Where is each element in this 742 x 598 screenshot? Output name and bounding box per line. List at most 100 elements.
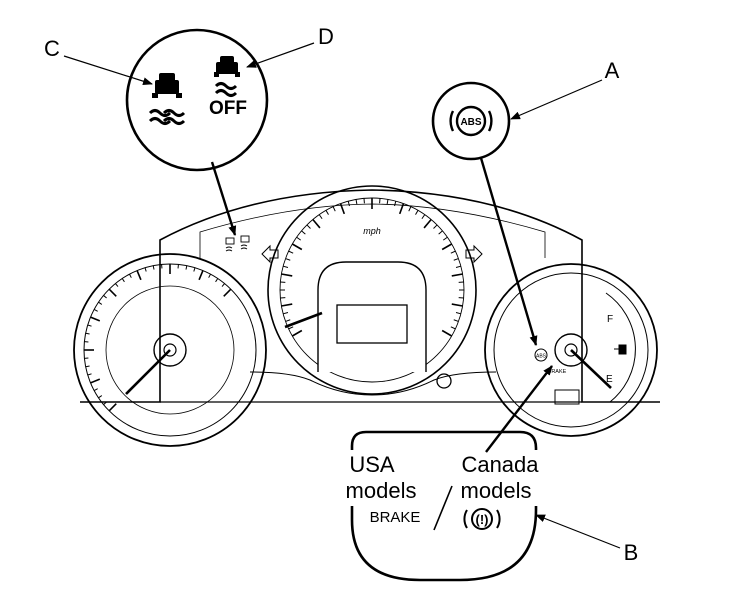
gauge-tick xyxy=(193,267,196,272)
inset-abs: ABS xyxy=(431,81,511,161)
gauge-tick xyxy=(318,214,323,220)
gauge-tick xyxy=(152,265,155,270)
fuel-gauge xyxy=(484,263,658,437)
arrow-c xyxy=(63,55,153,86)
gauge-tick xyxy=(108,288,117,297)
usa-models-line2: models xyxy=(346,478,417,503)
gauge-tick xyxy=(198,270,204,281)
gauge-tick xyxy=(398,203,405,215)
gauge-tick xyxy=(421,214,426,220)
gauge-tick xyxy=(93,388,98,391)
gauge-tick xyxy=(433,224,438,229)
cluster-vsa-icons xyxy=(225,235,250,252)
inset-vsa: OFF xyxy=(125,28,269,172)
fuel-empty-label: E xyxy=(606,374,613,385)
callout-c: C xyxy=(44,36,60,61)
fuel-display xyxy=(554,389,580,405)
gauge-tick xyxy=(98,301,103,305)
instrument-cluster xyxy=(73,185,660,447)
gauge-tick xyxy=(442,236,448,241)
gauge-tick xyxy=(144,267,147,272)
gauge-tick xyxy=(108,403,117,412)
turn-signal-right-icon xyxy=(465,244,483,264)
gauge-tick xyxy=(386,199,389,205)
abs-label: ABS xyxy=(460,117,481,128)
speedometer-ticks xyxy=(280,198,464,337)
gauge-tick xyxy=(87,373,92,376)
gauge-tick xyxy=(441,243,453,251)
leader-a-to-cluster xyxy=(479,157,538,346)
gauge-tick xyxy=(451,273,463,277)
fuel-pump-icon xyxy=(614,344,627,355)
arrow-a xyxy=(510,79,603,120)
gauge-tick xyxy=(103,295,107,299)
tachometer-needle xyxy=(125,349,171,395)
gauge-tick xyxy=(103,401,107,405)
gauge-tick xyxy=(281,273,293,277)
gauge-tick xyxy=(136,270,142,281)
callout-a: A xyxy=(605,58,620,83)
gauge-tick xyxy=(288,250,294,254)
gauge-tick xyxy=(355,199,358,205)
callout-d: D xyxy=(318,24,334,49)
vsa-off-icon: OFF xyxy=(209,56,247,119)
canada-models-line1: Canada xyxy=(461,452,539,477)
gauge-tick xyxy=(415,210,419,215)
gauge-tick xyxy=(455,265,461,268)
gauge-tick xyxy=(115,283,119,287)
gauge-tick xyxy=(408,206,412,212)
canada-brake-indicator: (!) xyxy=(476,512,489,527)
gauge-tick xyxy=(332,206,336,212)
inset-brake: USA models BRAKE Canada models (!) xyxy=(344,430,548,582)
gauge-tick xyxy=(423,219,432,229)
gauge-tick xyxy=(90,316,101,322)
gauge-tick xyxy=(301,230,306,235)
speed-unit-label: mph xyxy=(363,226,381,236)
gauge-tick xyxy=(453,258,459,261)
gauge-tick xyxy=(87,324,92,327)
cluster-abs-brake-icon: ABS xyxy=(534,348,548,362)
callout-b: B xyxy=(624,540,639,565)
svg-text:ABS: ABS xyxy=(536,354,547,360)
vsa-activation-icon xyxy=(148,73,186,125)
gauge-tick xyxy=(85,365,90,368)
gauge-tick xyxy=(281,303,293,307)
speedometer-needle xyxy=(284,311,323,329)
gauge-tick xyxy=(285,258,291,261)
gauge-tick xyxy=(441,329,453,337)
gauge-tick xyxy=(291,243,303,251)
vsa-off-label: OFF xyxy=(209,98,247,119)
odometer-display xyxy=(336,304,408,344)
gauge-tick xyxy=(455,312,461,315)
abs-icon: ABS xyxy=(449,105,493,137)
gauge-tick xyxy=(85,332,90,335)
turn-signal-left-icon xyxy=(261,244,279,264)
gauge-tick xyxy=(312,219,321,229)
usa-models-line1: USA xyxy=(349,452,395,477)
fuel-full-label: F xyxy=(607,314,613,325)
cluster-hood xyxy=(80,189,660,403)
arrow-d xyxy=(246,42,315,68)
gauge-tick xyxy=(283,265,289,268)
trip-knob[interactable] xyxy=(436,373,452,389)
gauge-tick xyxy=(221,283,225,287)
leader-c-d-to-cluster xyxy=(210,161,237,236)
cluster-trim xyxy=(249,371,497,396)
leader-b-to-cluster xyxy=(485,365,553,453)
fuel-needle xyxy=(570,349,612,389)
gauge-tick xyxy=(453,319,459,322)
gauge-tick xyxy=(185,265,188,270)
fuel-arc xyxy=(605,292,636,403)
inset-divider xyxy=(433,485,453,531)
gauge-tick xyxy=(325,210,329,215)
gauge-tick xyxy=(215,278,219,283)
usa-brake-indicator: BRAKE xyxy=(370,509,421,526)
tachometer xyxy=(73,253,267,447)
speedometer xyxy=(267,185,477,395)
gauge-tick xyxy=(450,250,456,254)
gauge-tick xyxy=(90,378,101,384)
gauge-tick xyxy=(451,303,463,307)
display-housing xyxy=(317,261,427,372)
gauge-tick xyxy=(121,278,125,283)
